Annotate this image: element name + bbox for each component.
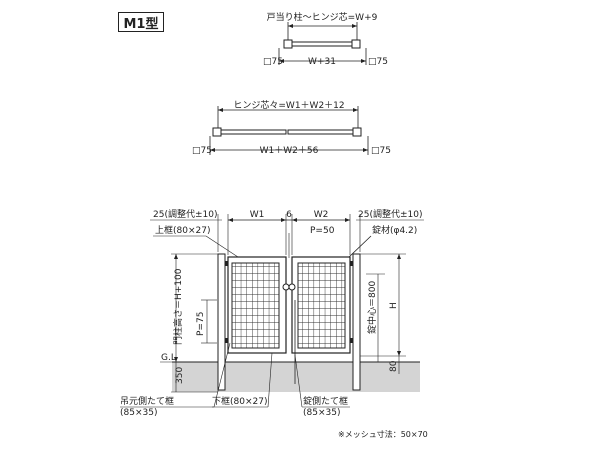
- gap-right-label: 25(調整代±10): [358, 208, 422, 220]
- plan-view-double: ヒンジ芯々=W1＋W2＋12 W1＋W2＋56 □75 □75: [192, 99, 391, 156]
- top-frame-label: 上框(80×27): [155, 224, 210, 236]
- leaf-right-mesh: [297, 262, 346, 349]
- depth-350-label: 350: [175, 367, 185, 384]
- hinge-top-left: [225, 261, 228, 266]
- plan-double-post-right-label: □75: [371, 146, 391, 156]
- leaf-left-mesh: [231, 262, 280, 349]
- plan-double-post-right: [352, 127, 362, 137]
- plan-double-post-left: [212, 127, 222, 137]
- handle-left: [282, 283, 290, 291]
- plan-view-single: 戸当り柱～ヒンジ芯=W+9 W+31 □75 □75: [263, 11, 388, 67]
- plan-single-post-left: [283, 39, 293, 49]
- lock-rod-label: 錠材(φ4.2): [372, 224, 417, 236]
- plan-double-post-left-label: □75: [192, 146, 212, 156]
- plan-single-post-right-label: □75: [368, 57, 388, 67]
- lock-center-label: 錠中心＝800: [366, 281, 378, 334]
- plan-double-dim-bottom: W1＋W2＋56: [260, 145, 319, 156]
- bottom-frame-label: 下框(80×27): [212, 395, 267, 407]
- hinge-stile-label: 吊元側たて框: [120, 395, 174, 407]
- post-left: [217, 253, 226, 391]
- post-height-label: 門柱高さ＝H+100: [172, 268, 184, 345]
- plan-double-panel-right: [287, 129, 354, 135]
- hinge-stile-size: (85×35): [120, 408, 157, 418]
- elevation-view: W1 6 W2 25(調整代±10) 25(調整代±10) 上框(80×27) …: [120, 208, 428, 439]
- plan-single-panel: [291, 41, 353, 47]
- p75-label: P=75: [196, 312, 206, 336]
- plan-single-post-right: [351, 39, 361, 49]
- model-title: M1型: [123, 16, 159, 32]
- hinge-bottom-right: [350, 338, 353, 343]
- plan-double-dim-top: ヒンジ芯々=W1＋W2＋12: [233, 99, 344, 111]
- lock-stile-label: 錠側たて框: [303, 395, 348, 407]
- dim-w2: W2: [314, 210, 329, 220]
- plan-double-panel-left: [220, 129, 287, 135]
- clearance-80-label: 80: [389, 360, 399, 372]
- post-right: [352, 253, 361, 391]
- dim-w1: W1: [250, 210, 265, 220]
- handle-right: [288, 283, 296, 291]
- plan-single-dim-bottom: W+31: [308, 57, 336, 67]
- plan-single-post-left-label: □75: [263, 57, 283, 67]
- mesh-note: ※メッシュ寸法：50×70: [338, 429, 428, 439]
- dim-center-gap: 6: [286, 210, 292, 220]
- plan-single-dim-top: 戸当り柱～ヒンジ芯=W+9: [267, 11, 378, 23]
- gl-label: G.L: [161, 353, 176, 363]
- p50-label: P=50: [310, 226, 335, 236]
- gap-left-label: 25(調整代±10): [153, 208, 217, 220]
- ground-area: [172, 362, 420, 392]
- h-label: H: [389, 302, 399, 309]
- model-title-badge: M1型: [118, 12, 164, 32]
- hinge-top-right: [350, 261, 353, 266]
- lock-stile-size: (85×35): [303, 408, 340, 418]
- hinge-bottom-left: [225, 338, 228, 343]
